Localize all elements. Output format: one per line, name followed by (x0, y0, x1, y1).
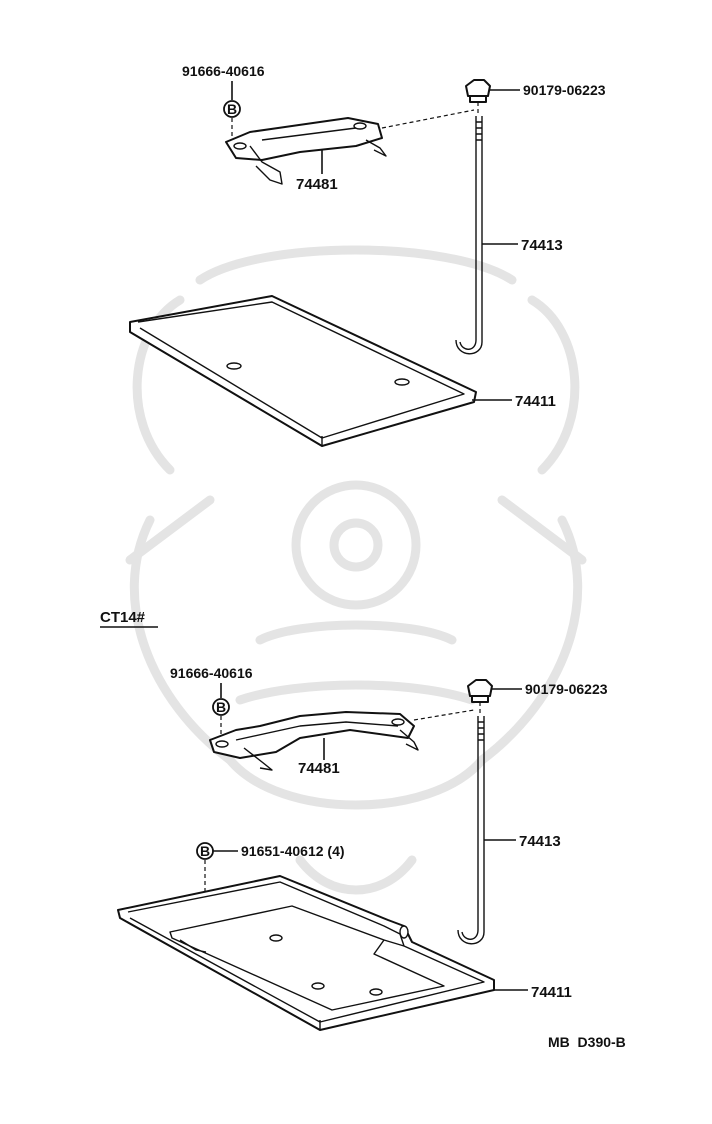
upper-clamp-bolt-label: 91666-40616 (182, 63, 265, 79)
lower-tray-bolt-label: 91651-40612 (4) (241, 843, 345, 859)
lower-bolt-marker-letter: B (216, 699, 226, 715)
lower-bracket-rod-dash (413, 709, 475, 721)
upper-battery-tray (129, 295, 477, 447)
upper-assembly: 91666-40616 B 74481 90179-06223 (129, 63, 606, 447)
upper-bolt-marker-letter: B (227, 101, 237, 117)
lower-clamp-label: 74481 (298, 760, 340, 777)
lower-battery-tray (117, 875, 495, 1031)
lower-clamp-bolt-label: 91666-40616 (170, 665, 253, 681)
upper-bracket-rod-dash (381, 109, 475, 129)
lower-tray-bolt-marker-letter: B (200, 843, 210, 859)
upper-clamp-label: 74481 (296, 176, 338, 193)
upper-rod-label: 74413 (521, 237, 563, 254)
lower-assembly: 91666-40616 B 74481 90179-06223 (117, 665, 608, 1031)
watermark-emblem (125, 245, 587, 895)
lower-tray-label: 74411 (531, 984, 572, 1001)
lower-nut-label: 90179-06223 (525, 681, 608, 697)
upper-clamp-bracket (225, 117, 387, 185)
lower-clamp-bracket (209, 711, 419, 771)
upper-bolt-marker-circle (223, 100, 241, 118)
lower-bolt-marker-circle (212, 698, 230, 716)
upper-nut (465, 79, 491, 103)
lower-rod-label: 74413 (519, 833, 561, 850)
section-label-ct14: CT14# (100, 609, 146, 626)
lower-nut (467, 679, 493, 703)
lower-j-rod (457, 716, 485, 945)
upper-nut-label: 90179-06223 (523, 82, 606, 98)
figure-code: MB D390-B (548, 1034, 626, 1050)
upper-j-rod (455, 116, 483, 355)
upper-tray-label: 74411 (515, 393, 556, 410)
